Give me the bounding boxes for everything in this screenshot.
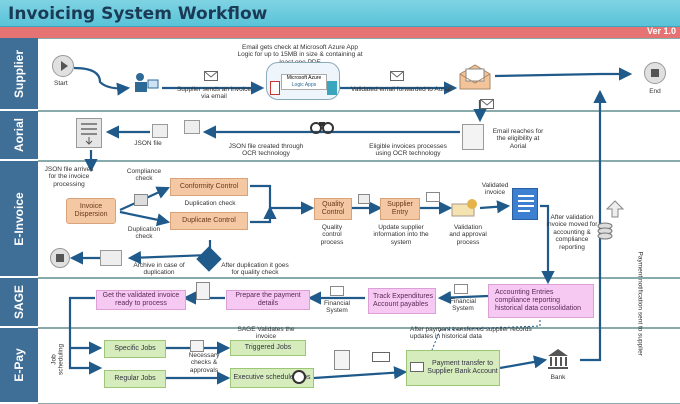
- specific-jobs-box[interactable]: Specific Jobs: [104, 340, 166, 358]
- archive-label: Archive in case of duplication: [133, 262, 185, 277]
- lane-label-epay: E-Pay: [0, 328, 38, 404]
- duplication-check-label-1: Duplication check: [184, 200, 236, 207]
- bank-icon: [546, 348, 570, 370]
- server-doc-icon: [76, 118, 102, 148]
- version-bar: Ver 1.0: [0, 26, 680, 38]
- doc-stack-icon: [134, 194, 148, 206]
- validated-invoice-label: Validated invoice: [481, 182, 509, 197]
- after-duplication-label: After duplication it goes for quality ch…: [221, 262, 289, 277]
- end-icon[interactable]: [644, 62, 666, 84]
- quality-control-process-label: Quality control process: [320, 224, 344, 246]
- cash-icon: [410, 362, 424, 372]
- conformity-control-box[interactable]: Conformity Control: [170, 178, 248, 196]
- clock-icon: [292, 370, 306, 384]
- upload-arrow-icon: [605, 200, 625, 218]
- compliance-reporting-label: compliance reporting: [495, 296, 560, 304]
- azure-subtitle: Logic Apps: [291, 82, 317, 88]
- json-arrives-label: JSON file arrives for the invoice proces…: [44, 166, 94, 188]
- mail-icon: [480, 96, 494, 109]
- regular-jobs-box[interactable]: Regular Jobs: [104, 370, 166, 388]
- accounting-entries-label: Accounting Entries: [495, 288, 554, 296]
- prepare-payment-box[interactable]: Prepare the payment details: [226, 290, 310, 310]
- monitor-icon: [454, 284, 468, 294]
- coins-icon: [596, 222, 614, 240]
- open-envelope-icon: [458, 64, 492, 90]
- duplicate-control-box[interactable]: Duplicate Control: [170, 212, 248, 230]
- validated-doc-icon: [512, 188, 538, 220]
- mail-icon: [390, 68, 404, 81]
- document-icon: [358, 194, 370, 204]
- document-icon: [184, 120, 200, 134]
- json-file-icon: [152, 124, 168, 138]
- supplier-person-icon: [130, 72, 160, 94]
- financial-system-label-2: Financial System: [449, 298, 476, 313]
- start-label: Start: [54, 80, 68, 87]
- invoice-dispersion-box[interactable]: Invoice Dispersion: [66, 198, 116, 224]
- account-payables-label: Account payables: [373, 301, 429, 308]
- lane-einvoice: [38, 161, 680, 278]
- json-file-label: JSON file: [134, 140, 162, 147]
- send-invoice-label: Supplier sends an invoice via email: [176, 86, 252, 101]
- after-payment-label: After payment transferred supplier recor…: [410, 326, 532, 341]
- lane-label-aorial: Aorial: [0, 111, 38, 161]
- notification-label: Payment notification sent to supplier: [636, 251, 644, 356]
- track-expenditures-label: Track Expenditures: [373, 292, 434, 300]
- eligible-label: Eligible invoices processes using OCR te…: [369, 143, 447, 158]
- job-scheduling-label: Job scheduling: [50, 343, 65, 376]
- archive-docs-icon: [100, 250, 122, 266]
- checklist-icon: [196, 282, 210, 300]
- compliance-check-label: Compliance check: [126, 168, 162, 183]
- monitor-icon: [330, 286, 344, 296]
- monitor-icon: [426, 192, 440, 202]
- lane-label-einvoice: E-Invoice: [0, 161, 38, 278]
- end-icon[interactable]: [50, 248, 70, 268]
- supplier-entry-box[interactable]: Supplier Entry: [380, 198, 420, 220]
- forwarded-label: Validated email forwarded to Aorial: [351, 86, 451, 93]
- azure-title: Microsoft Azure: [286, 75, 322, 81]
- json-created-label: JSON file created through OCR technology: [228, 143, 304, 158]
- checkbox-list-icon: [190, 340, 204, 352]
- financial-system-label-1: Financial System: [323, 300, 350, 315]
- validation-approval-label: Validation and approval process: [449, 224, 487, 246]
- doc-stack-icon: [462, 124, 484, 150]
- quality-control-box[interactable]: Quality Control: [314, 198, 352, 220]
- historical-data-label: historical data consolidation: [495, 305, 581, 313]
- expenditure-box[interactable]: Track Expenditures Account payables: [368, 288, 436, 314]
- lane-aorial: [38, 111, 680, 161]
- bank-label: Bank: [550, 374, 566, 381]
- title-bar: Invoicing System Workflow: [0, 0, 680, 27]
- duplication-check-label-2: Duplication check: [127, 226, 161, 241]
- necessary-checks-label: Necessary checks & approvals: [188, 352, 220, 374]
- report-doc-icon: [334, 350, 350, 370]
- get-validated-box[interactable]: Get the validated invoice ready to proce…: [96, 290, 186, 310]
- sage-validates-label: SAGE Validates the invoice: [237, 326, 295, 341]
- after-validation-label: After validation invoice moved for accou…: [546, 214, 598, 251]
- lane-supplier: [38, 38, 680, 111]
- azure-cloud-icon: Microsoft Azure Logic Apps: [266, 62, 340, 100]
- cash-icon: [372, 352, 390, 362]
- reaches-label: Email reaches for the eligibility at Aor…: [492, 128, 544, 150]
- lane-sage: [38, 278, 680, 328]
- lane-label-supplier: Supplier: [0, 38, 38, 111]
- version-label: Ver 1.0: [646, 26, 676, 36]
- update-supplier-label: Update supplier information into the sys…: [373, 224, 429, 246]
- start-icon[interactable]: [52, 55, 74, 77]
- approval-stamp-icon: [450, 198, 480, 218]
- end-label: End: [649, 88, 661, 95]
- mail-icon: [204, 68, 218, 81]
- page-title: Invoicing System Workflow: [8, 4, 268, 24]
- binoculars-icon: [310, 118, 334, 134]
- lane-label-sage: SAGE: [0, 278, 38, 328]
- triggered-jobs-box[interactable]: Triggered Jobs: [230, 340, 306, 356]
- accounting-box[interactable]: Accounting Entries compliance reporting …: [488, 284, 594, 318]
